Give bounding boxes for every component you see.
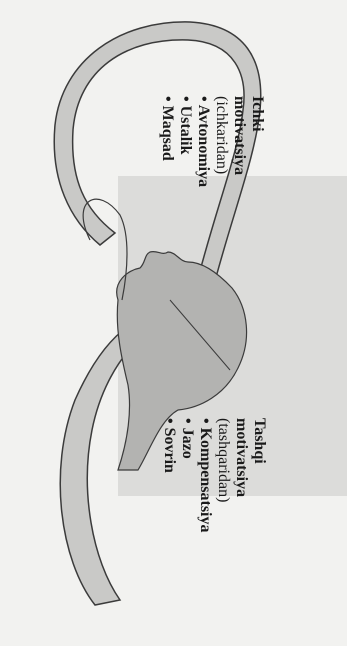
intrinsic-item-autonomy: • Avtonomiya bbox=[195, 96, 212, 187]
extrinsic-item-punishment: • Jazo bbox=[179, 418, 196, 459]
extrinsic-title: Tashqi bbox=[251, 418, 268, 464]
extrinsic-item-compensation: • Kompensatsiya bbox=[197, 418, 214, 533]
intrinsic-item-purpose: • Maqsad bbox=[159, 96, 176, 161]
extrinsic-subtitle: motivatsiya bbox=[233, 418, 250, 497]
intrinsic-item-mastery: • Ustalik bbox=[177, 96, 194, 155]
extrinsic-source: (tashqaridan) bbox=[215, 418, 232, 502]
intrinsic-subtitle: motivatsiya bbox=[231, 96, 248, 175]
intrinsic-source: (ichkaridan) bbox=[213, 96, 230, 174]
extrinsic-item-reward: • Sovrin bbox=[161, 418, 178, 473]
intrinsic-title: Ichki bbox=[249, 96, 266, 132]
